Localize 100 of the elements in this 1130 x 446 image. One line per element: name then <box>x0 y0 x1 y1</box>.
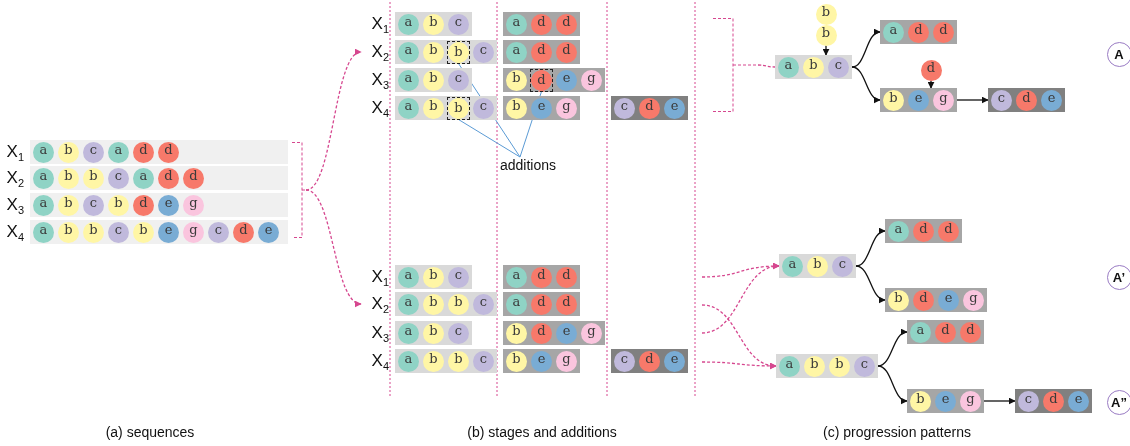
letter-circle: d <box>908 21 929 43</box>
letter-circle: e <box>258 221 279 243</box>
letter-circle: e <box>158 221 179 243</box>
sequence-label: X$_{4}$ <box>6 222 24 246</box>
letter-circle: d <box>158 167 179 189</box>
sequence-bar <box>395 12 472 36</box>
letter-circle: b <box>423 41 444 63</box>
letter-circle: a <box>779 355 800 377</box>
sequence-bar <box>503 349 580 373</box>
arrow <box>855 265 886 303</box>
letter-circle: g <box>963 289 984 311</box>
letter-circle: b <box>815 24 837 46</box>
letter-circle: d <box>920 59 942 81</box>
letter-circle: g <box>933 89 954 111</box>
sequence-bar <box>30 193 288 217</box>
letter-circle: a <box>506 293 527 315</box>
letter-circle: a <box>883 21 904 43</box>
sequence-bar <box>395 292 497 316</box>
leader-line <box>458 119 521 158</box>
letter-circle: g <box>556 97 577 119</box>
letter-circle: b <box>58 141 79 163</box>
letter-circle: a <box>33 194 54 216</box>
letter-circle: e <box>531 350 552 372</box>
letter-circle: b <box>133 221 154 243</box>
letter-circle: a <box>506 41 527 63</box>
letter-circle: a <box>782 255 803 277</box>
letter-circle: a <box>398 350 419 372</box>
sequence-bar <box>503 96 580 120</box>
letter-circle: d <box>1016 89 1037 111</box>
arrow <box>822 44 830 56</box>
letter-circle: b <box>506 69 527 91</box>
arrow <box>877 365 908 404</box>
letter-circle: d <box>556 13 577 35</box>
letter-circle: b <box>883 89 904 111</box>
letter-circle: b <box>83 221 104 243</box>
letter-circle: b <box>58 167 79 189</box>
sequence-bar <box>503 40 580 64</box>
sequence-bar <box>395 96 497 120</box>
letter-circle: b <box>803 56 824 78</box>
arrow <box>851 29 881 68</box>
letter-circle: c <box>448 69 469 91</box>
letter-circle: c <box>108 221 129 243</box>
bracket <box>713 18 758 112</box>
sequence-bar <box>30 166 288 190</box>
letter-circle: c <box>991 89 1012 111</box>
letter-circle: b <box>58 194 79 216</box>
letter-circle: c <box>473 41 494 63</box>
letter-circle: a <box>910 321 931 343</box>
dashed-arrow <box>701 361 777 370</box>
dashed-arrow <box>305 51 362 191</box>
letter-circle: d <box>531 13 552 35</box>
letter-circle: b <box>804 355 825 377</box>
letter-circle: b <box>910 390 931 412</box>
letter-circle: d <box>531 41 552 63</box>
sequence-bar <box>503 321 605 345</box>
letter-circle: b <box>423 266 444 288</box>
sequence-bar <box>30 220 288 244</box>
letter-circle: g <box>960 390 981 412</box>
sequence-bar <box>880 20 957 44</box>
sequence-bar <box>907 389 984 413</box>
letter-circle: d <box>556 293 577 315</box>
arrow <box>956 96 989 104</box>
sequence-bar <box>775 55 852 79</box>
arrow <box>855 228 886 267</box>
letter-circle: e <box>664 350 685 372</box>
letter-circle: d <box>913 289 934 311</box>
letter-circle: a <box>398 266 419 288</box>
sequence-label: X$_{1}$ <box>371 267 389 291</box>
sequence-label: X$_{3}$ <box>371 323 389 347</box>
letter-circle: b <box>423 97 444 119</box>
letter-circle: e <box>664 97 685 119</box>
letter-circle: a <box>778 56 799 78</box>
letter-circle: b <box>423 293 444 315</box>
sequence-label: X$_{1}$ <box>6 142 24 166</box>
letter-circle: d <box>158 141 179 163</box>
letter-circle: a <box>33 167 54 189</box>
letter-circle: c <box>614 350 635 372</box>
caption: (a) sequences <box>105 424 195 440</box>
sequence-bar <box>503 68 605 92</box>
letter-circle: d <box>556 266 577 288</box>
letter-circle: d <box>556 41 577 63</box>
letter-circle: b <box>58 221 79 243</box>
letter-circle: b <box>807 255 828 277</box>
letter-circle: g <box>556 350 577 372</box>
sequence-bar <box>395 321 472 345</box>
letter-circle: e <box>556 322 577 344</box>
letter-circle: b <box>506 350 527 372</box>
sequence-bar <box>395 40 497 64</box>
letter-circle: b <box>888 289 909 311</box>
letter-circle: c <box>614 97 635 119</box>
sequence-bar <box>880 88 957 112</box>
letter-circle: c <box>854 355 875 377</box>
letter-circle: a <box>506 266 527 288</box>
letter-circle: d <box>531 322 552 344</box>
letter-circle: d <box>639 350 660 372</box>
sequence-bar <box>395 265 472 289</box>
sequence-bar <box>395 349 497 373</box>
letter-circle: a <box>33 221 54 243</box>
sequence-label: X$_{2}$ <box>6 168 24 192</box>
sequence-bar <box>885 288 987 312</box>
